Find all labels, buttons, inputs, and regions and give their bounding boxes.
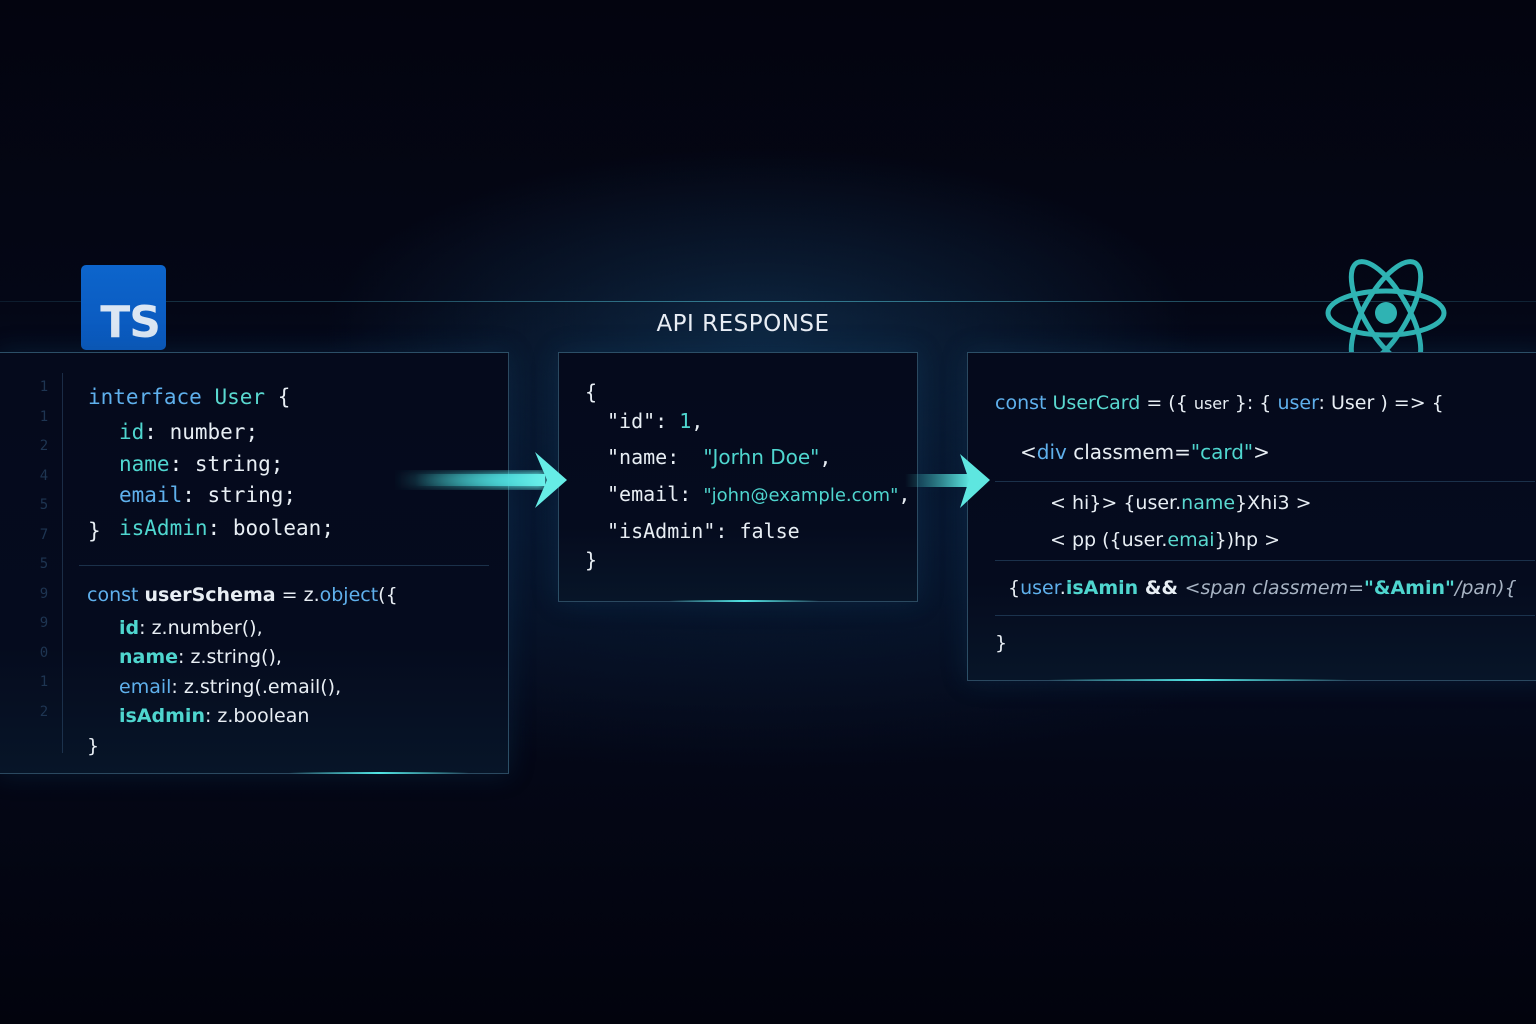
code-line: } — [88, 519, 101, 543]
code-line: "isAdmin": false — [607, 519, 800, 543]
code-separator — [79, 565, 489, 566]
api-response-title: API RESPONSE — [656, 311, 830, 337]
line-number: 0 — [39, 644, 49, 661]
line-number: 2 — [39, 703, 49, 720]
typescript-logo-label: TS — [100, 297, 161, 348]
code-line: "email: "john@example.com", — [607, 482, 911, 506]
line-number: 5 — [39, 497, 49, 513]
code-line: id: number; — [119, 420, 259, 444]
line-number: 4 — [39, 467, 49, 484]
top-divider-line — [0, 301, 1536, 302]
code-line: id: z.number(), — [119, 617, 263, 639]
line-number: 2 — [39, 438, 49, 454]
code-line: const UserCard = ({ user }: { user: User… — [995, 392, 1444, 414]
arrow-right-icon — [905, 454, 990, 508]
code-separator — [995, 560, 1535, 561]
code-line: <div classmem="card"> — [1020, 440, 1270, 464]
line-number: 9 — [39, 615, 49, 631]
gutter-divider — [62, 373, 63, 753]
arrow-right-icon — [395, 452, 567, 508]
code-line: } — [995, 632, 1008, 654]
line-number: 7 — [39, 526, 49, 543]
code-separator — [995, 615, 1535, 616]
code-line: name: z.string(), — [119, 646, 282, 668]
code-line: < hi}> {user.name}Xhi3 > — [1050, 492, 1312, 514]
code-line: } — [87, 735, 100, 757]
json-code-block: { "id": 1, "name: "Jorhn Doe", "email: "… — [559, 353, 910, 572]
schema-code-block: const userSchema = z.object({ id: z.numb… — [0, 353, 398, 757]
line-number: 1 — [39, 408, 49, 425]
code-separator — [995, 481, 1535, 482]
line-number: 1 — [39, 379, 49, 395]
code-line: "id": 1, — [607, 409, 704, 433]
code-line: "name: "Jorhn Doe", — [607, 445, 832, 469]
code-line: isAdmin: z.boolean — [119, 705, 310, 727]
interface-code-block: interface User { id: number; name: strin… — [0, 353, 334, 545]
react-atom-icon — [1325, 259, 1447, 367]
code-line: email: string; — [119, 483, 297, 507]
code-line: {user.isAmin && <span classmem="&Amin"/p… — [1008, 577, 1517, 599]
typescript-logo-icon: TS — [81, 265, 166, 350]
api-response-panel: { "id": 1, "name: "Jorhn Doe", "email: "… — [558, 352, 918, 602]
line-number: 1 — [39, 674, 49, 690]
typescript-code-panel: 1 1 2 4 5 7 5 9 9 0 1 2 interface User {… — [0, 352, 509, 774]
line-number-gutter: 1 1 2 4 5 7 5 9 9 0 1 2 — [29, 373, 59, 727]
panel-glow — [1048, 679, 1348, 681]
line-number: 5 — [39, 556, 49, 572]
code-line: email: z.string(.email(), — [119, 676, 342, 698]
code-line: } — [585, 548, 598, 572]
line-number: 9 — [39, 585, 49, 602]
react-code-panel: const UserCard = ({ user }: { user: User… — [967, 352, 1536, 681]
panel-glow — [289, 772, 469, 774]
jsx-code-block: const UserCard = ({ user }: { user: User… — [968, 353, 1535, 654]
code-line: < pp ({user.emai})hp > — [1050, 529, 1281, 551]
code-line: { — [585, 380, 598, 404]
code-line: const userSchema = z.object({ — [87, 584, 398, 606]
code-line: interface User { — [88, 385, 291, 409]
code-line: name: string; — [119, 452, 284, 476]
code-line: isAdmin: boolean; — [119, 516, 334, 540]
panel-glow — [669, 600, 819, 602]
